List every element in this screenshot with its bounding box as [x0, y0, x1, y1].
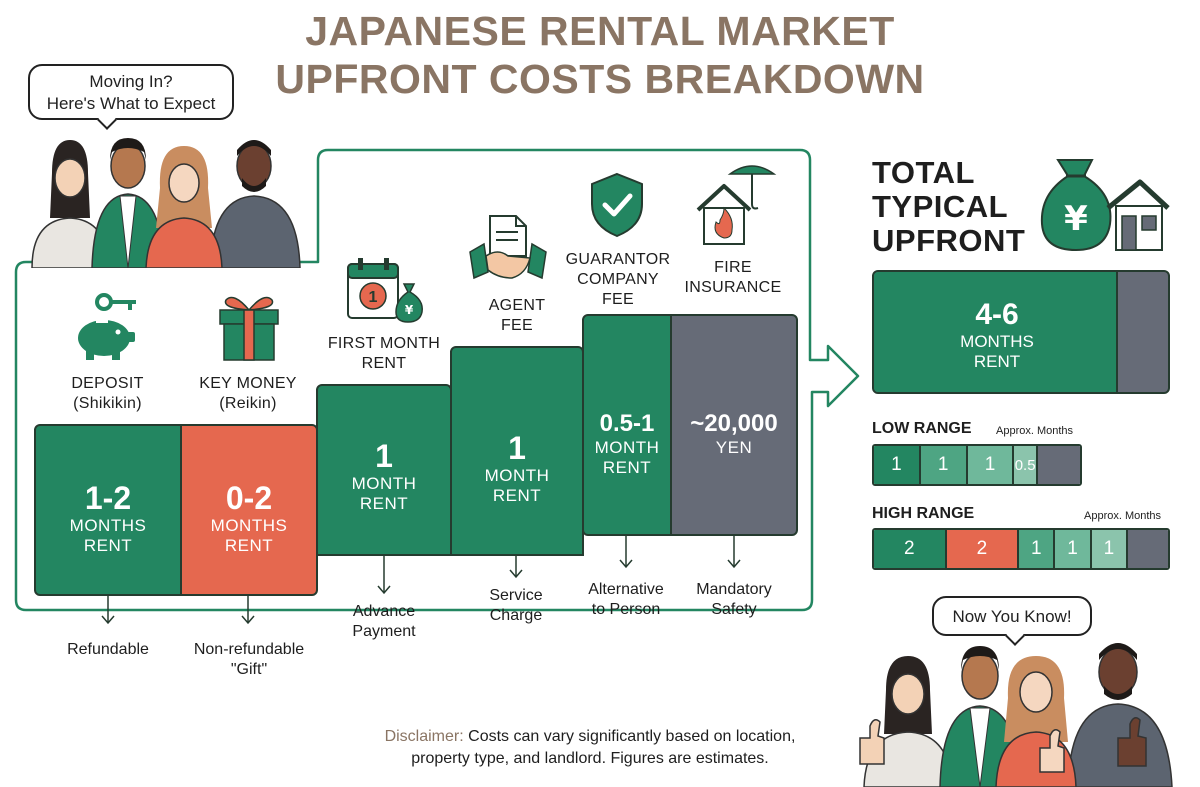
intro-bubble-line-1: Moving In? [89, 72, 173, 91]
high-range-segment: 1 [1019, 530, 1056, 568]
high-range-segment: 1 [1091, 530, 1128, 568]
guarantor-note: Alternative to Person [588, 581, 664, 618]
low-range-segment: 1 [920, 446, 968, 484]
total-typical-upfront-title: TOTAL TYPICAL UPFRONT [872, 155, 1026, 258]
high-range-segment [1128, 530, 1168, 568]
key-money-note: Non-refundable "Gift" [193, 641, 305, 678]
high-range-approx: Approx. Months [1084, 510, 1162, 522]
key-money-label: KEY MONEY (Reikin) [199, 375, 297, 412]
high-range-segment: 2 [946, 530, 1020, 568]
high-range-segment: 1 [1055, 530, 1092, 568]
shield-check-icon [591, 172, 643, 238]
money-bag-house-icon: ¥ [1040, 159, 1170, 252]
guarantor-fee-bar: 0.5-1 MONTH RENT [582, 314, 672, 536]
deposit-label: DEPOSIT (Shikikin) [71, 375, 144, 412]
total-bar: 4-6 MONTHS RENT [872, 270, 1170, 394]
title-line-2: UPFRONT COSTS BREAKDOWN [275, 56, 925, 102]
low-range-segment [1037, 446, 1080, 484]
handshake-document-icon [469, 215, 547, 280]
high-range-segment: 2 [874, 530, 947, 568]
low-range-approx: Approx. Months [996, 425, 1074, 437]
guarantor-fee-label: GUARANTOR COMPANY FEE [565, 251, 671, 308]
house-fire-umbrella-icon [696, 165, 777, 245]
calendar-money-bag-icon: 1 ¥ [347, 258, 423, 323]
agent-fee-label: AGENT FEE [488, 297, 546, 334]
disclaimer-prefix: Disclaimer: [384, 728, 464, 745]
fire-insurance-bar: ~20,000 YEN [670, 314, 798, 536]
title-line-1: JAPANESE RENTAL MARKET [305, 8, 895, 54]
low-range-title: LOW RANGE [872, 420, 972, 437]
fire-insurance-label: FIRE INSURANCE [684, 259, 782, 296]
intro-bubble-line-2: Here's What to Expect [46, 94, 216, 113]
agent-fee-note: Service Charge [489, 587, 543, 624]
svg-text:1: 1 [369, 289, 378, 306]
svg-text:¥: ¥ [405, 303, 414, 317]
outro-speech-bubble: Now You Know! [932, 596, 1092, 646]
fire-insurance-note: Mandatory Safety [696, 581, 772, 618]
first-month-rent-label: FIRST MONTH RENT [327, 335, 441, 372]
disclaimer-line-2: property type, and landlord. Figures are… [411, 750, 769, 767]
first-month-note: Advance Payment [352, 603, 416, 640]
disclaimer-line-1: Costs can vary significantly based on lo… [463, 728, 796, 745]
total-bar-text: 4-6 MONTHS RENT [960, 298, 1034, 371]
total-bar-fill [874, 272, 1119, 392]
low-range-segment: 1 [874, 446, 921, 484]
svg-text:¥: ¥ [1064, 199, 1088, 239]
gift-box-icon [219, 296, 279, 361]
high-range-title: HIGH RANGE [872, 505, 975, 522]
deposit-note: Refundable [67, 641, 149, 658]
people-group-illustration [31, 138, 301, 268]
low-range-segment: 0.5 [1014, 446, 1038, 484]
low-range-segment: 1 [967, 446, 1015, 484]
key-money-bar: 0-2 MONTHS RENT [180, 424, 318, 596]
piggy-bank-key-icon [78, 293, 136, 360]
first-month-rent-bar: 1 MONTH RENT [316, 384, 452, 556]
intro-speech-bubble: Moving In? Here's What to Expect [28, 64, 234, 130]
disclaimer-text: Disclaimer: Costs can vary significantly… [370, 726, 810, 770]
people-thumbs-up-illustration [859, 643, 1173, 787]
